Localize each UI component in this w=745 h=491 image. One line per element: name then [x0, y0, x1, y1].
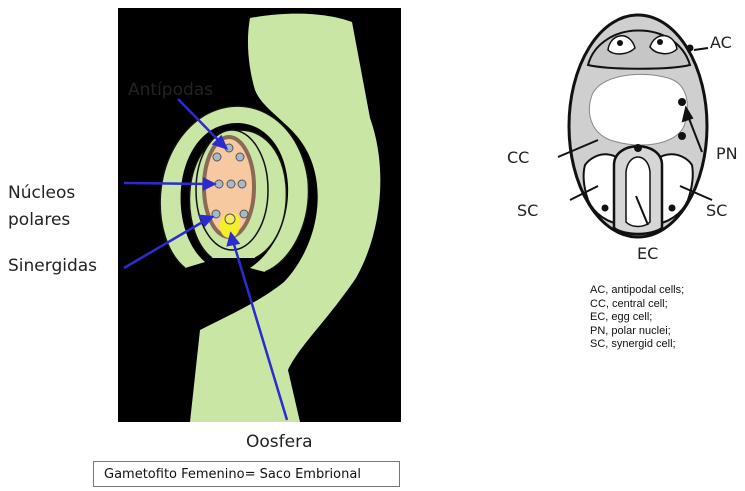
polar-nucleus [678, 132, 686, 140]
legend-item: SC, synergid cell; [590, 338, 684, 352]
legend-item: CC, central cell; [590, 298, 684, 312]
synergid-nucleus [602, 205, 609, 212]
label-pn: PN [716, 144, 738, 163]
central-vacuole [589, 74, 687, 145]
legend-item: PN, polar nuclei; [590, 325, 684, 339]
label-cc: CC [507, 148, 529, 167]
synergid-nucleus [669, 205, 676, 212]
legend-item: EC, egg cell; [590, 311, 684, 325]
label-sc-right: SC [706, 201, 727, 220]
polar-nucleus [678, 98, 686, 106]
egg-nucleus [634, 144, 642, 152]
label-ac: AC [710, 33, 732, 52]
egg-vacuole [626, 157, 650, 227]
abbreviation-legend: AC, antipodal cells; CC, central cell; E… [590, 284, 684, 352]
legend-item: AC, antipodal cells; [590, 284, 684, 298]
label-ec: EC [637, 244, 658, 263]
label-sc-left: SC [517, 201, 538, 220]
